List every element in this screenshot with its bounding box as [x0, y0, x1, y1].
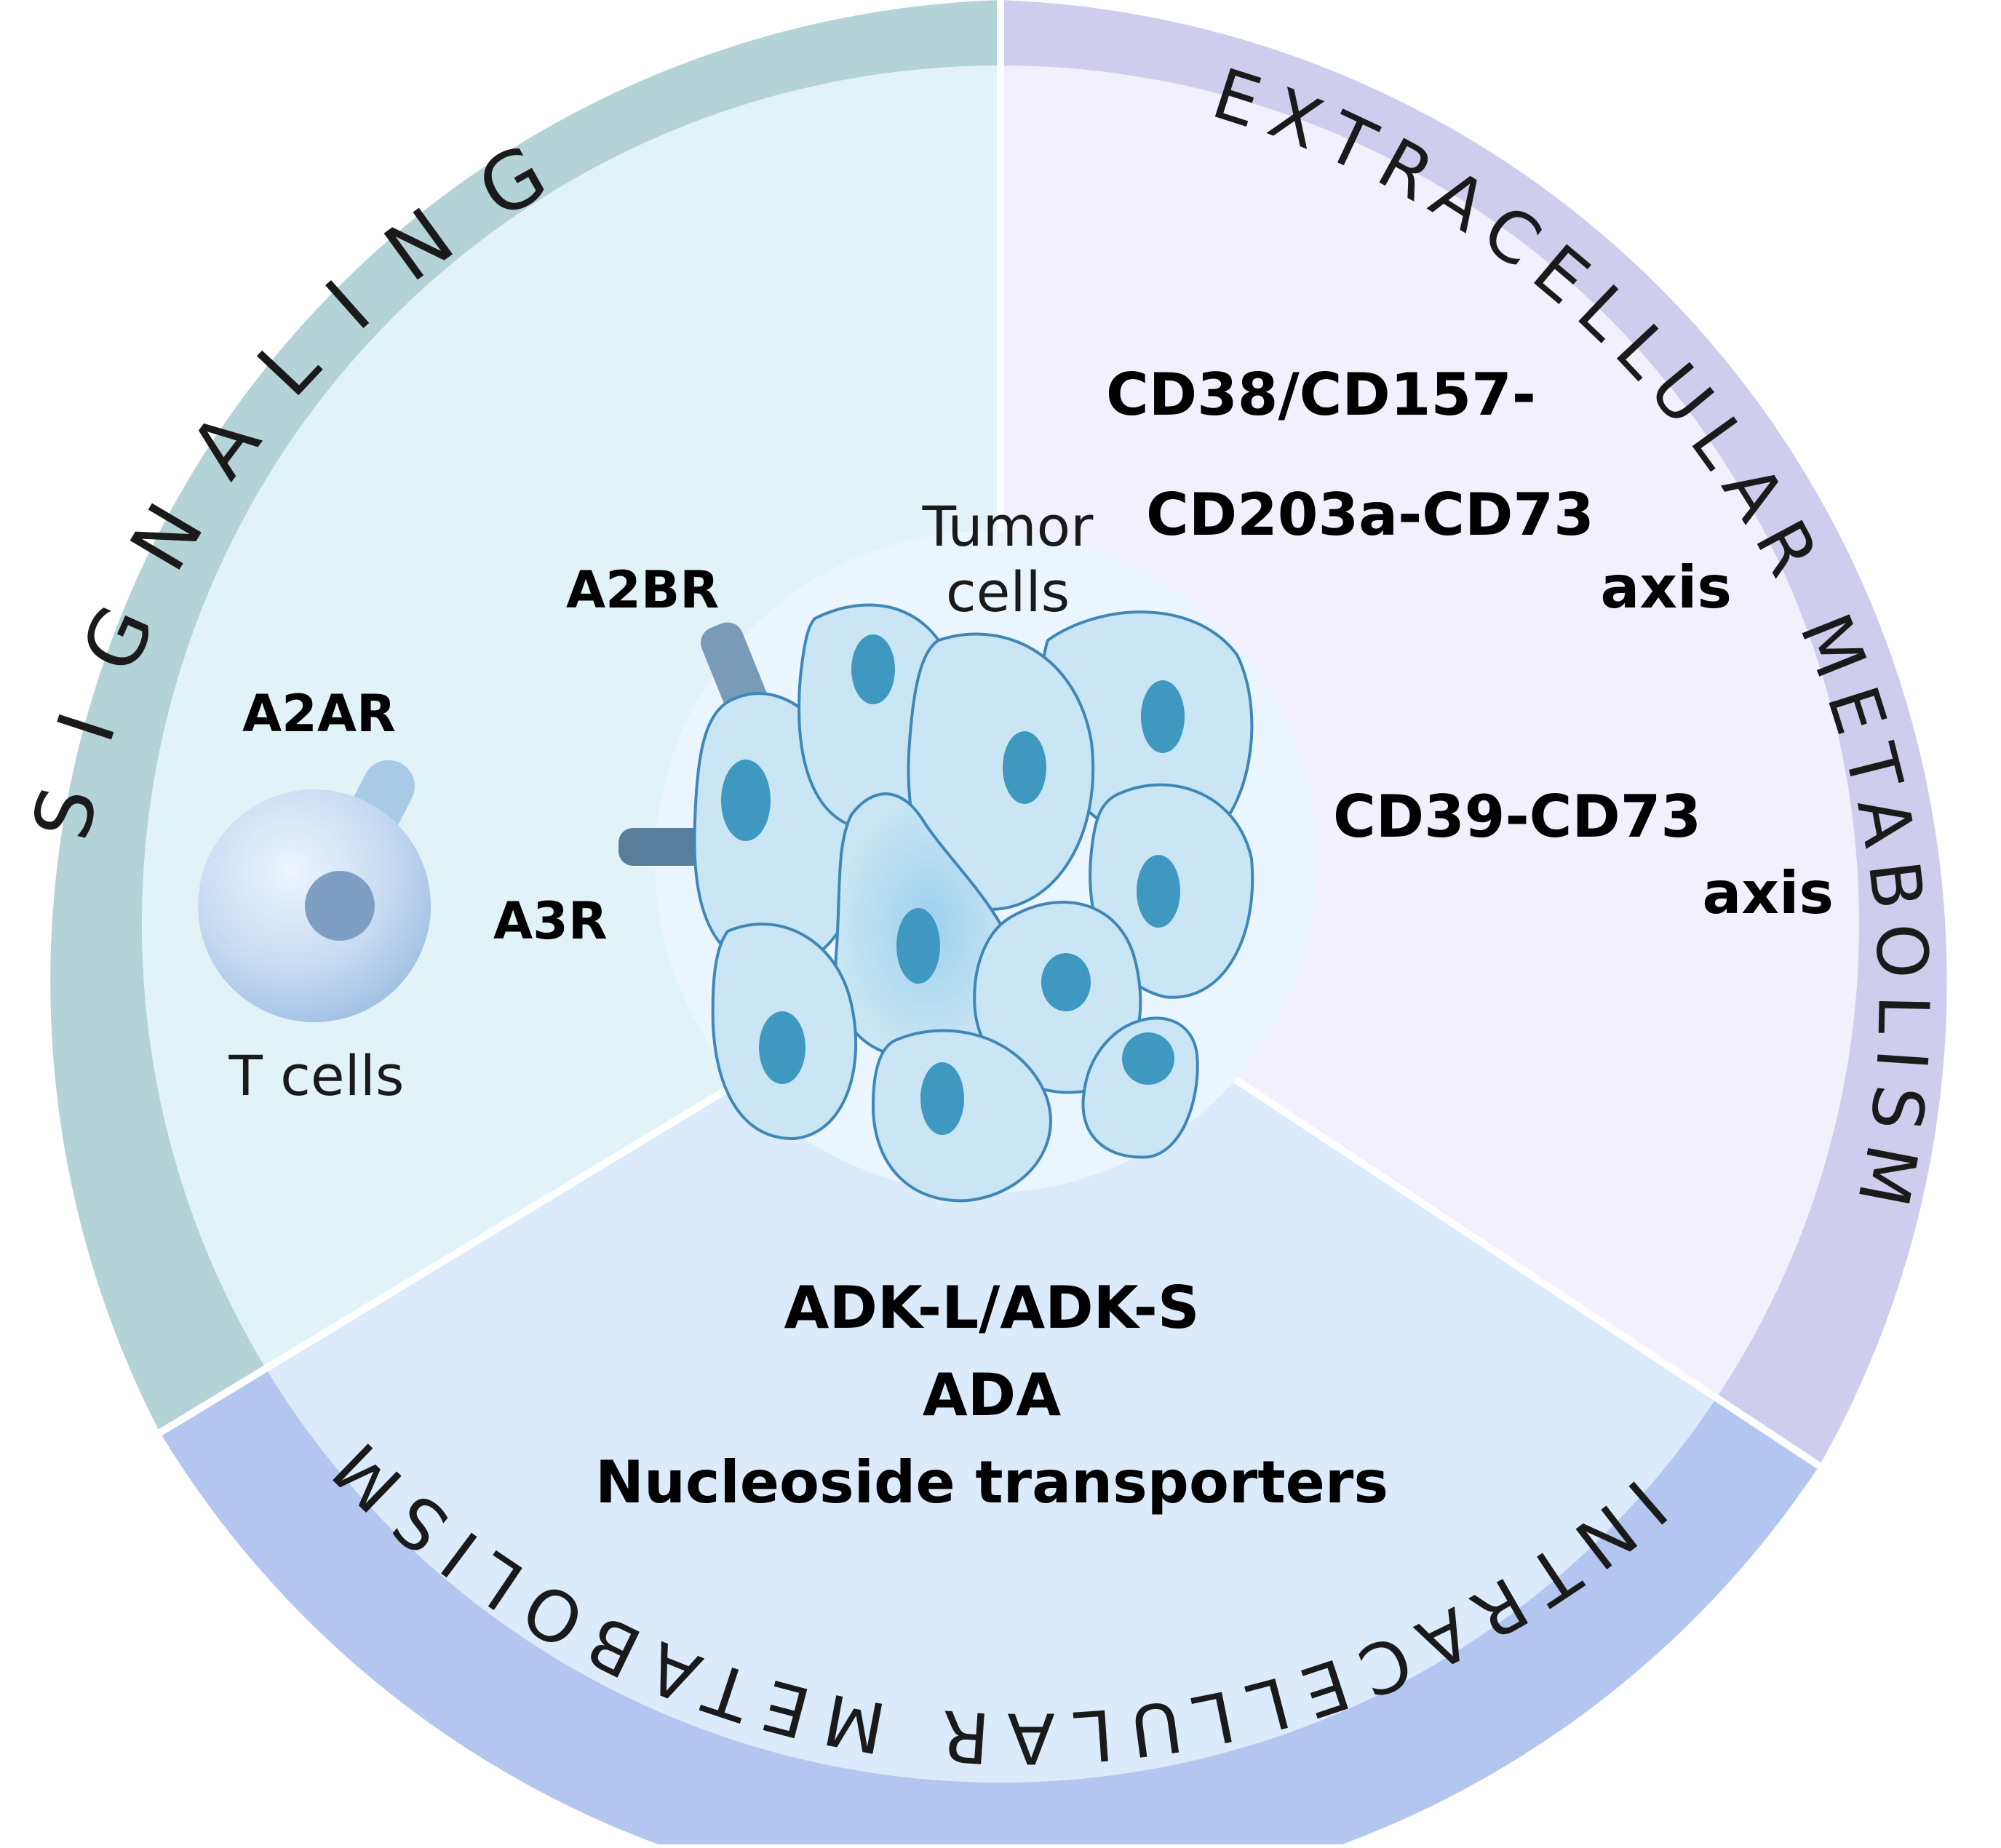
tumor-cluster — [693, 603, 1254, 1203]
tumor-nucleus — [1137, 855, 1180, 928]
t-cells-label: T cells — [228, 1043, 405, 1108]
t-cell — [198, 760, 431, 1022]
t-cell-nucleus — [305, 871, 375, 941]
intracellular-inner-sector — [265, 924, 1716, 1783]
cd38-axis-line2: CD203a-CD73 — [1146, 481, 1594, 549]
intracellular-line2: ADA — [923, 1361, 1061, 1429]
tumor-nucleus — [1003, 731, 1046, 804]
tumor-label-line2: cells — [946, 559, 1070, 624]
tumor-nuclei — [721, 634, 1185, 1135]
tumor-nucleus — [721, 760, 771, 841]
tumor-nucleus — [1041, 953, 1091, 1011]
cd38-axis-line3: axis — [1600, 554, 1732, 621]
cd39-axis-line1: CD39-CD73 — [1333, 783, 1701, 851]
tumor-label-line1: Tumor — [922, 494, 1094, 559]
a3r-label: A3R — [493, 891, 608, 951]
tumor-nucleus — [759, 1011, 805, 1084]
tumor-nucleus — [920, 1062, 964, 1135]
tumor-nucleus — [896, 908, 940, 984]
tumor-nucleus — [1122, 1032, 1174, 1085]
a3r-receptor — [618, 828, 715, 866]
tumor-nucleus — [1141, 680, 1185, 753]
a2ar-label: A2AR — [242, 684, 396, 744]
intracellular-line3: Nucleoside transporters — [595, 1449, 1388, 1516]
cd38-axis-line1: CD38/CD157- — [1106, 361, 1536, 429]
a2br-label: A2BR — [566, 560, 719, 620]
tumor-nucleus — [851, 634, 895, 704]
tumor-cell — [871, 1029, 1052, 1203]
cd39-axis-line2: axis — [1702, 859, 1834, 927]
intracellular-line1: ADK-L/ADK-S — [784, 1274, 1200, 1342]
tumor-cell — [907, 632, 1095, 912]
